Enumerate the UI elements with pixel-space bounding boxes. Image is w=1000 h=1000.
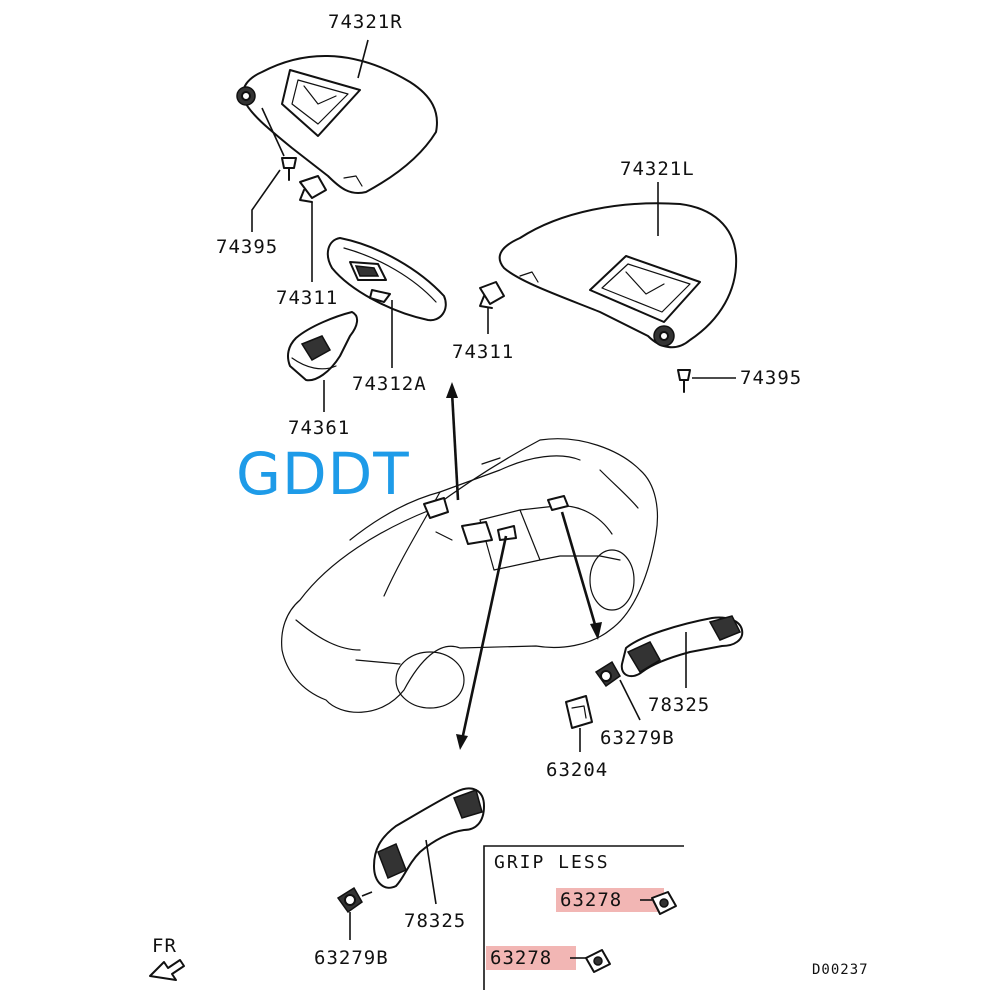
gddt-watermark: GDDT (236, 440, 410, 508)
label-78325-front: 78325 (404, 910, 466, 932)
label-74321l: 74321L (620, 158, 695, 180)
fr-label: FR (152, 935, 177, 957)
label-63278-b: 63278 (490, 947, 552, 969)
cap-63278-b (585, 949, 611, 973)
screw-rh (281, 157, 297, 181)
sun-visor-lh (498, 202, 738, 349)
front-orientation-arrow: FR (149, 935, 185, 981)
grip-less-inset: GRIP LESS 63278 63278 (483, 845, 684, 990)
assist-grip-front (373, 787, 485, 889)
clip-front (336, 886, 373, 914)
label-74395-lh: 74395 (740, 367, 802, 389)
cap-63278-a (651, 891, 677, 915)
highlight-63278-b (486, 946, 576, 970)
callout-arrows (446, 382, 602, 750)
label-74321r: 74321R (328, 11, 403, 33)
drawing-code: D00237 (812, 962, 869, 978)
label-63279b-rear: 63279B (600, 727, 675, 749)
label-74311-lh: 74311 (452, 341, 514, 363)
label-63204: 63204 (546, 759, 608, 781)
dome-lamp (287, 311, 358, 382)
label-74361: 74361 (288, 417, 350, 439)
sun-visor-rh (236, 55, 438, 194)
grip-less-title: GRIP LESS (494, 852, 610, 873)
label-63279b-front: 63279B (314, 947, 389, 969)
bracket (565, 695, 593, 729)
assist-grip-rear (620, 615, 744, 678)
label-74312a: 74312A (352, 373, 427, 395)
label-74311-rh: 74311 (276, 287, 338, 309)
label-78325-rear: 78325 (648, 694, 710, 716)
vehicle-outline (281, 438, 659, 713)
screw-lh (677, 369, 691, 393)
label-74395-rh: 74395 (216, 236, 278, 258)
clip-rear (594, 660, 621, 688)
visor-holder-rh (299, 175, 327, 203)
visor-holder-lh (479, 281, 505, 309)
rear-view-mirror (326, 237, 447, 322)
label-63278-a: 63278 (560, 889, 622, 911)
